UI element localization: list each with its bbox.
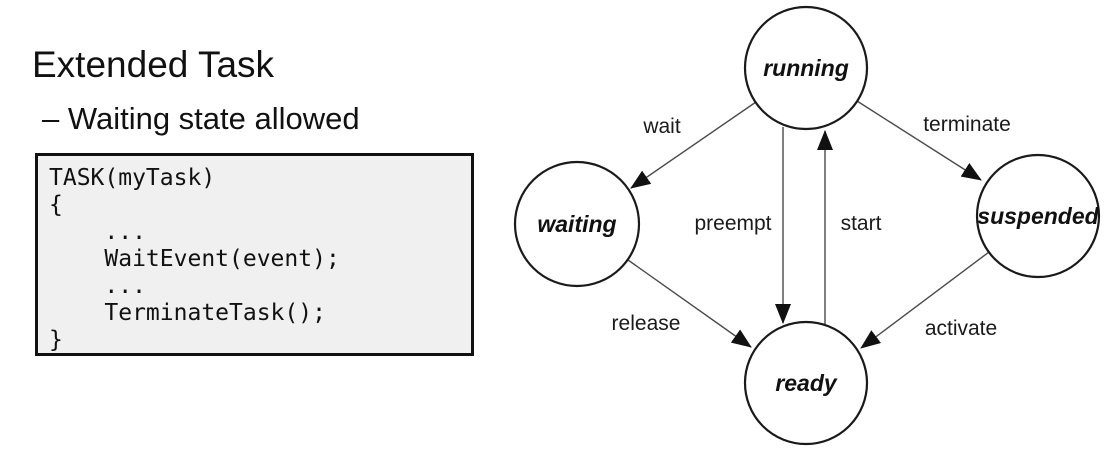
edges-layer: wait terminate preempt start release activate — [612, 100, 1011, 349]
state-label-suspended: suspended — [977, 203, 1099, 229]
state-node-waiting — [513, 160, 641, 288]
transition-label-terminate: terminate — [923, 113, 1011, 136]
transition-label-release: release — [612, 312, 681, 335]
transition-label-wait: wait — [642, 115, 681, 138]
nodes-layer: running waiting suspended ready — [513, 5, 1101, 446]
transition-label-start: start — [841, 212, 882, 235]
transition-label-activate: activate — [925, 317, 997, 340]
state-node-running — [743, 5, 869, 131]
transition-arrow-release — [627, 259, 752, 348]
state-node-ready — [743, 320, 869, 446]
code-line: TASK(myTask) — [49, 165, 216, 191]
slide-title: Extended Task — [32, 44, 275, 85]
code-line: } — [49, 327, 63, 353]
code-block: TASK(myTask){ ... WaitEvent(event); ... … — [35, 153, 474, 356]
state-label-waiting: waiting — [537, 211, 616, 237]
transition-arrow-terminate — [856, 100, 982, 181]
slide-subtitle: – Waiting state allowed — [42, 101, 360, 136]
code-line: TerminateTask(); — [49, 300, 326, 326]
state-label-ready: ready — [775, 370, 838, 396]
transition-arrow-wait — [630, 101, 757, 189]
state-node-suspended — [975, 153, 1101, 279]
code-line: ... — [49, 273, 146, 299]
code-line: { — [49, 192, 63, 218]
code-line: WaitEvent(event); — [49, 246, 340, 272]
code-line: ... — [49, 219, 146, 245]
state-label-running: running — [763, 55, 849, 81]
transition-label-preempt: preempt — [694, 212, 771, 235]
transition-arrow-activate — [860, 251, 990, 349]
